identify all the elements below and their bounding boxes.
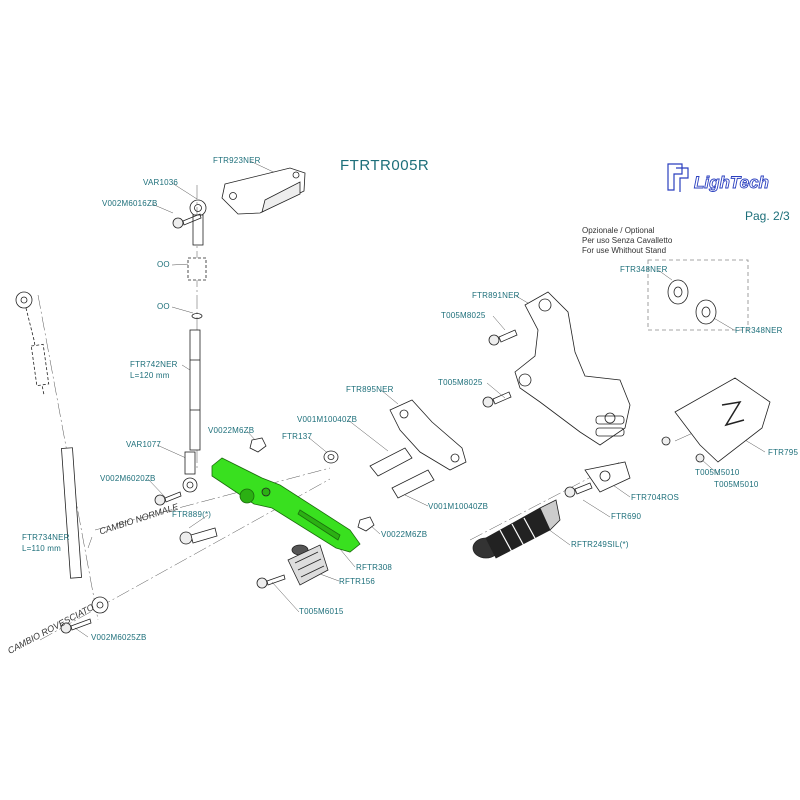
part-rftr308-highlighted: [211, 457, 361, 553]
label-v0022m6zb-2: V0022M6ZB: [381, 530, 428, 539]
label-t005m8025-1: T005M8025: [441, 311, 486, 320]
part-ftr889: [179, 527, 218, 545]
optional-note: Opzionale / Optional Per uso Senza Caval…: [582, 226, 672, 256]
label-rftr308: RFTR308: [356, 563, 393, 572]
part-nut-oo: [187, 257, 207, 319]
part-var1036: [189, 199, 207, 246]
document-title: FTRTR005R: [340, 157, 430, 174]
part-ftr795: [674, 377, 771, 463]
part-ftr690: [564, 482, 593, 498]
label-ftr742ner: FTR742NER: [130, 360, 178, 369]
label-var1077: VAR1077: [126, 440, 162, 449]
label-ftr891ner: FTR891NER: [472, 291, 520, 300]
part-t005m8025: [482, 329, 518, 408]
label-ftr704ros: FTR704ROS: [631, 493, 680, 502]
label-v002m6025zb: V002M6025ZB: [91, 633, 147, 642]
part-v002m6025zb: [60, 618, 92, 634]
part-v0022m6zb: [249, 437, 375, 532]
label-rftr156: RFTR156: [339, 577, 376, 586]
label-ftr742ner-length: L=120 mm: [130, 371, 170, 380]
label-ftr137: FTR137: [282, 432, 313, 441]
label-v002m6020zb: V002M6020ZB: [100, 474, 156, 483]
label-ftr734ner: FTR734NER: [22, 533, 70, 542]
part-ftr137: [323, 450, 339, 464]
label-ftr795: FTR795: [768, 448, 799, 457]
brand-logo: LighTech: [664, 160, 796, 196]
label-ftr895ner: FTR895NER: [346, 385, 394, 394]
label-v001m10040zb-1: V001M10040ZB: [297, 415, 358, 424]
label-oo-2: OO: [157, 302, 170, 311]
part-ftr891ner: [514, 291, 631, 446]
axis-lines: [37, 185, 621, 641]
note-line-3: For use Whithout Stand: [582, 246, 667, 255]
part-ftr734ner: [15, 291, 109, 614]
brand-name: LighTech: [694, 173, 769, 192]
part-ftr923ner: [221, 167, 306, 215]
part-v002m6020zb: [154, 491, 182, 506]
label-t005m5010-1: T005M5010: [695, 468, 740, 477]
part-ftr704ros: [584, 461, 631, 493]
label-t005m8025-2: T005M8025: [438, 378, 483, 387]
label-ftr690: FTR690: [611, 512, 642, 521]
label-rftr249sil: RFTR249SIL(*): [571, 540, 629, 549]
label-v0022m6zb-1: V0022M6ZB: [208, 426, 255, 435]
note-line-1: Opzionale / Optional: [582, 226, 655, 235]
label-t005m5010-2: T005M5010: [714, 480, 759, 489]
label-ftr348ner-2: FTR348NER: [735, 326, 783, 335]
label-ftr734ner-length: L=110 mm: [22, 544, 62, 553]
part-t005m6015: [256, 574, 286, 589]
part-ftr895ner: [389, 399, 467, 471]
label-ftr923ner: FTR923NER: [213, 156, 261, 165]
label-oo-1: OO: [157, 260, 170, 269]
part-ftr742ner: [189, 329, 201, 451]
part-v002m6016zb: [172, 213, 202, 229]
label-v001m10040zb-2: V001M10040ZB: [428, 502, 489, 511]
part-v001m10040zb: [369, 447, 435, 499]
page-number: Pag. 2/3: [745, 209, 790, 223]
part-rftr156: [287, 544, 329, 586]
part-var1077: [182, 451, 198, 493]
label-ftr889: FTR889(*): [172, 510, 212, 519]
note-line-2: Per uso Senza Cavalletto: [582, 236, 673, 245]
label-ftr348ner-1: FTR348NER: [620, 265, 668, 274]
part-t005m5010: [661, 436, 705, 463]
label-t005m6015: T005M6015: [299, 607, 344, 616]
part-ftr348ner: [647, 259, 749, 331]
label-var1036: VAR1036: [143, 178, 179, 187]
label-v002m6016zb: V002M6016ZB: [102, 199, 158, 208]
part-rftr249sil: [472, 499, 561, 559]
